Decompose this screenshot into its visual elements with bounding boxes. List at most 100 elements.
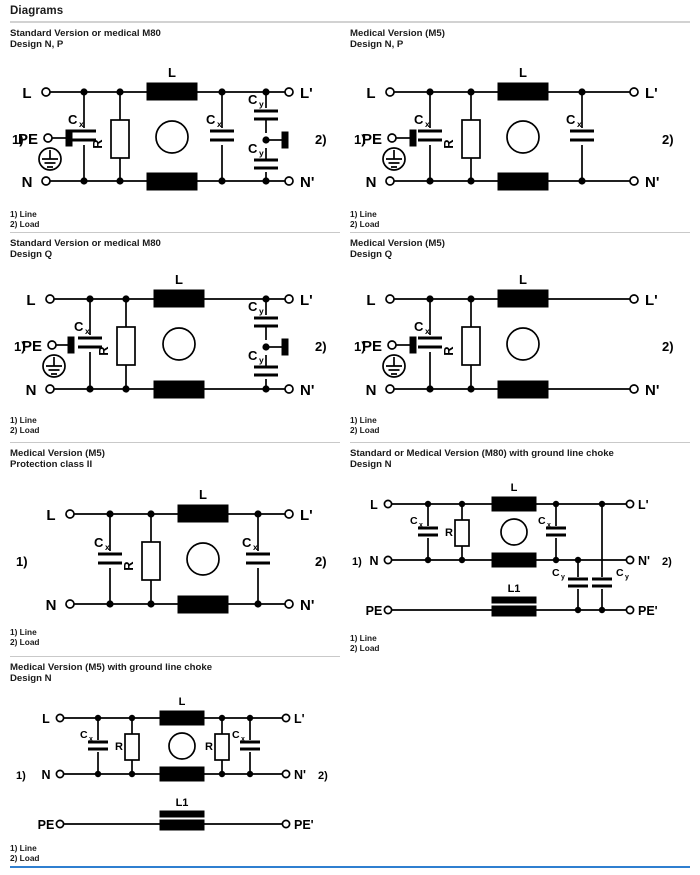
diagram-panel-standard-m80-q: Standard Version or medical M80 Design Q… (10, 232, 340, 438)
component-label-r: R (445, 527, 453, 539)
component-label-cx2: C (566, 112, 576, 127)
terminal-label-l-out: L' (638, 498, 649, 512)
footnote-line: 1) Line (350, 633, 377, 643)
footnote-line: 1) Line (10, 843, 37, 853)
component-label-cx: C (94, 535, 104, 550)
terminal-label-l: L (42, 712, 50, 726)
terminal-label-n: N (46, 597, 57, 614)
circuit-diagram: L L' N N' PE 1) 2) C x (10, 264, 340, 409)
component-label-cy1: C (552, 567, 560, 579)
component-label-cx2-sub: x (217, 119, 222, 129)
note-ref-line: 1) (354, 132, 366, 147)
component-label-l: L (175, 272, 183, 287)
component-label-l1: L1 (508, 583, 521, 595)
diagram-panel-medical-m5-class2: Medical Version (M5) Protection class II… (10, 442, 340, 653)
component-label-cy2-sub: y (625, 574, 629, 581)
component-label-r: R (96, 346, 111, 356)
terminal-label-pe-out: PE' (294, 818, 314, 832)
circuit-diagram: L L' N N' PE PE' 1) 2) C x (10, 690, 340, 840)
footnote-load: 2) Load (10, 219, 40, 229)
component-label-r: R (121, 561, 136, 571)
terminal-label-n: N (366, 382, 377, 399)
component-label-cx2: C (206, 112, 216, 127)
circuit-diagram: L L' N N' PE 1) 2) C x (350, 54, 690, 199)
circuit-diagram: L L' N N' PE 1) 2) C x (10, 54, 340, 199)
component-label-cx2: C (242, 535, 252, 550)
component-label-cy2: C (616, 567, 624, 579)
component-label-cx-sub: x (79, 119, 84, 129)
note-ref-load: 2) (662, 556, 672, 568)
component-label-cx: C (410, 515, 418, 527)
component-label-cx2: C (232, 729, 240, 741)
footnote-line: 1) Line (350, 209, 377, 219)
terminal-label-n-out: N' (645, 174, 659, 191)
terminal-label-pe-out: PE' (638, 604, 658, 618)
terminal-label-l-out: L' (645, 292, 658, 309)
panel-divider (10, 656, 340, 657)
terminal-label-l: L (26, 292, 35, 309)
footnote-load: 2) Load (350, 643, 380, 653)
footnote-load: 2) Load (350, 425, 380, 435)
footnote-load: 2) Load (350, 219, 380, 229)
component-label-cx-sub: x (425, 326, 430, 336)
note-ref-load: 2) (315, 339, 327, 354)
panel-title-line1: Medical Version (M5) (350, 238, 445, 249)
component-label-cx-sub: x (89, 736, 93, 743)
panel-title-line1: Standard Version or medical M80 (10, 28, 161, 39)
note-ref-line: 1) (14, 339, 26, 354)
component-label-l: L (179, 696, 186, 708)
note-ref-load: 2) (662, 132, 674, 147)
terminal-label-n: N (26, 382, 37, 399)
header-divider (10, 21, 690, 23)
component-label-r2: R (205, 741, 213, 753)
panel-title-line2: Design Q (350, 249, 393, 260)
component-label-r: R (441, 139, 456, 149)
panel-divider (350, 442, 690, 443)
footnote-load: 2) Load (10, 637, 40, 647)
component-label-l: L (168, 65, 176, 80)
diagram-panel-m5-ground-choke: Medical Version (M5) with ground line ch… (10, 656, 340, 863)
terminal-label-pe: PE (362, 131, 382, 148)
note-ref-load: 2) (662, 339, 674, 354)
note-ref-line: 1) (12, 132, 24, 147)
diagram-panel-medical-m5-q: Medical Version (M5) Design Q L L' N N' … (350, 232, 690, 438)
component-label-cx2-sub: x (577, 119, 582, 129)
component-label-cy1-sub: y (561, 574, 565, 581)
note-ref-line: 1) (16, 554, 28, 569)
terminal-label-n-out: N' (300, 174, 314, 191)
terminal-label-l: L (366, 292, 375, 309)
diagram-panel-standard-m80-np: Standard Version or medical M80 Design N… (10, 28, 340, 233)
panel-title-line2: Design N (350, 459, 392, 470)
component-label-l1: L1 (176, 797, 189, 809)
note-ref-line: 1) (354, 339, 366, 354)
terminal-label-n-out: N' (645, 382, 659, 399)
footnote-line: 1) Line (10, 415, 37, 425)
page-title: Diagrams (10, 5, 64, 17)
panel-divider (10, 442, 340, 443)
note-ref-line: 1) (352, 556, 362, 568)
component-label-cx-sub: x (85, 326, 90, 336)
note-ref-load: 2) (315, 132, 327, 147)
terminal-label-l: L (22, 85, 31, 102)
note-ref-load: 2) (315, 554, 327, 569)
terminal-label-l: L (46, 507, 55, 524)
component-label-r: R (90, 139, 105, 149)
diagram-panel-medical-m5-np: Medical Version (M5) Design N, P L L' N … (350, 28, 690, 233)
component-label-cx: C (414, 319, 424, 334)
footnote-load: 2) Load (10, 853, 40, 863)
component-label-l: L (199, 487, 207, 502)
circuit-diagram: L L' N N' PE 1) 2) C x (350, 264, 690, 409)
component-label-cx: C (74, 319, 84, 334)
terminal-label-n-out: N' (294, 768, 306, 782)
component-label-l: L (519, 65, 527, 80)
terminal-label-l: L (370, 498, 378, 512)
component-label-cy1-sub: y (259, 306, 264, 316)
terminal-label-l-out: L' (300, 85, 313, 102)
panel-title-line1: Standard Version or medical M80 (10, 238, 161, 249)
component-label-cx: C (68, 112, 78, 127)
terminal-label-n: N (22, 174, 33, 191)
panel-title-line1: Medical Version (M5) with ground line ch… (10, 662, 213, 673)
footnote-line: 1) Line (10, 209, 37, 219)
component-label-cx-sub: x (425, 119, 430, 129)
